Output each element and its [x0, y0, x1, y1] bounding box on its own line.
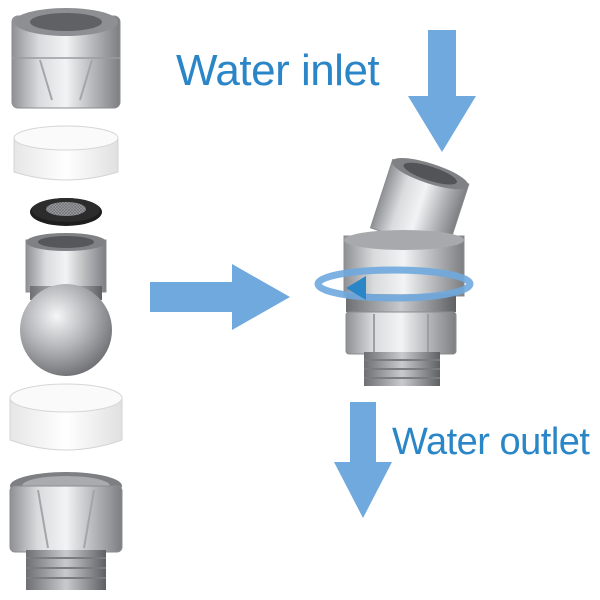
hex-nut-female — [11, 8, 121, 109]
assembled-swivel-adapter — [343, 158, 470, 386]
rotation-arrow-icon — [314, 266, 474, 302]
filter-washer — [30, 198, 102, 226]
ball-joint — [20, 233, 112, 376]
water-inlet-label: Water inlet — [176, 46, 380, 95]
arrow-down-inlet-icon — [408, 30, 476, 152]
hex-nut-male — [9, 472, 123, 590]
arrow-right-icon — [150, 264, 290, 330]
white-ring-top — [13, 125, 119, 181]
arrow-down-outlet-icon — [334, 402, 392, 518]
white-ring-bottom — [9, 383, 123, 451]
water-outlet-label: Water outlet — [392, 421, 590, 463]
